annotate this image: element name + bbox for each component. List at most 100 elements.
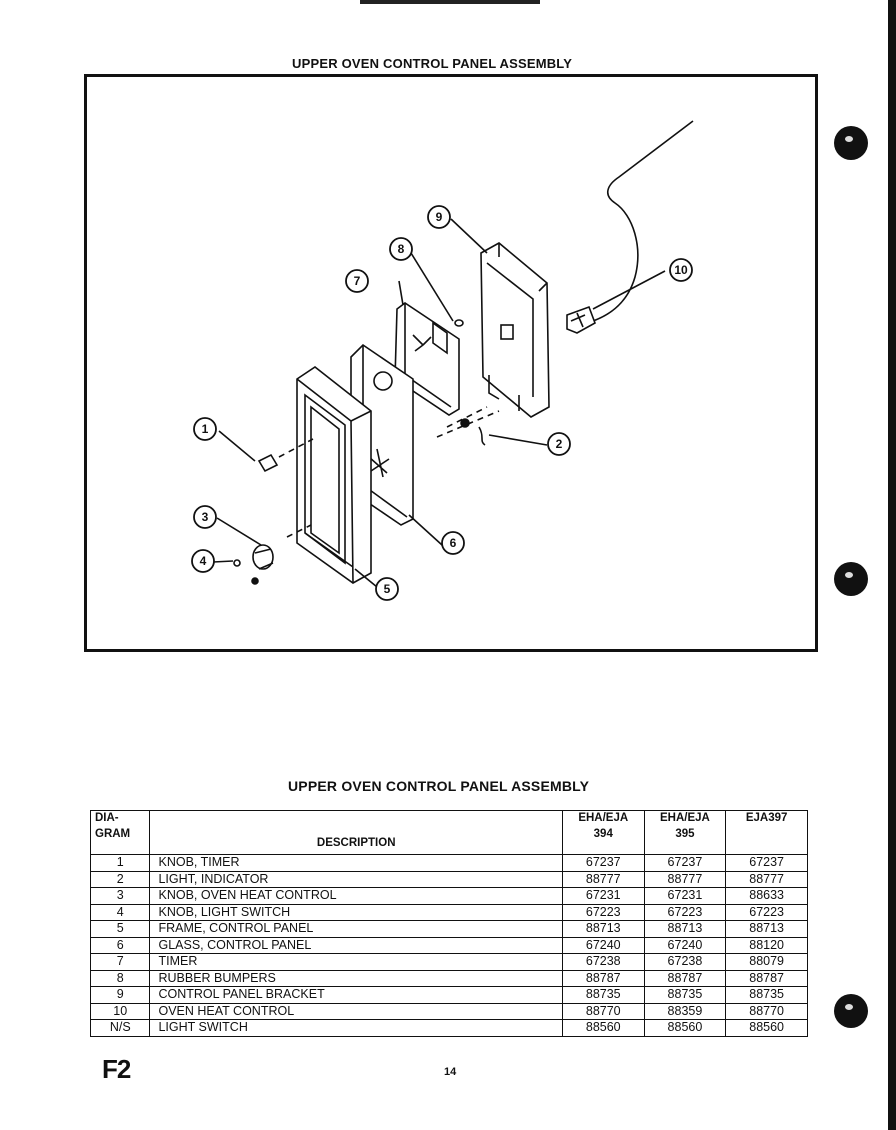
exploded-diagram: 1 2 3 4 5 6 7 8 9 10 — [84, 74, 818, 652]
row-part-model-c: 88633 — [725, 887, 808, 905]
row-description: FRAME, CONTROL PANEL — [149, 920, 563, 938]
row-diagram-ref: 10 — [89, 1002, 151, 1020]
callout-5: 5 — [375, 577, 399, 601]
row-part-model-c: 88787 — [725, 969, 808, 987]
row-diagram-ref: 3 — [89, 887, 151, 905]
row-part-model-b: 88713 — [643, 920, 727, 938]
header-model-a-line1: EHA/EJA — [578, 812, 629, 824]
header-model-b: EHA/EJA 395 — [643, 810, 727, 855]
parts-list-table: DIA- GRAM DESCRIPTION EHA/EJA 394 EHA/EJ… — [89, 810, 808, 1037]
row-diagram-ref: 9 — [89, 986, 151, 1004]
callout-1: 1 — [193, 417, 217, 441]
header-diagram: DIA- GRAM — [89, 810, 151, 855]
control-panel-bracket — [480, 242, 550, 418]
header-model-a: EHA/EJA 394 — [561, 810, 645, 855]
callout-label: 2 — [556, 437, 563, 451]
callout-7: 7 — [345, 269, 369, 293]
callout-10: 10 — [669, 258, 693, 282]
callout-label: 7 — [354, 274, 361, 288]
callout-3: 3 — [193, 505, 217, 529]
row-part-model-a: 67237 — [561, 854, 645, 872]
header-diagram-line2: GRAM — [95, 827, 131, 840]
row-part-model-c: 88770 — [725, 1002, 808, 1020]
row-part-model-b: 88560 — [643, 1019, 727, 1037]
header-model-b-line1: EHA/EJA — [660, 812, 710, 824]
row-part-model-a: 88713 — [561, 920, 645, 938]
row-part-model-c: 88777 — [725, 870, 808, 888]
row-diagram-ref: 2 — [89, 870, 151, 888]
row-part-model-a: 88787 — [561, 969, 645, 987]
page-number: 14 — [444, 1066, 457, 1078]
callout-8: 8 — [389, 237, 413, 261]
oven-heat-control — [566, 305, 596, 334]
capillary-tube — [586, 120, 694, 324]
row-part-model-c: 88735 — [725, 986, 808, 1004]
knob-oven-heat-control — [252, 544, 274, 570]
row-description: LIGHT, INDICATOR — [149, 870, 563, 888]
row-diagram-ref: 6 — [89, 936, 151, 954]
callout-label: 5 — [384, 582, 391, 596]
callout-label: 10 — [674, 263, 688, 277]
row-part-model-c: 88079 — [725, 953, 808, 971]
knob-timer — [257, 453, 279, 473]
row-diagram-ref: 7 — [89, 953, 151, 971]
row-description: RUBBER BUMPERS — [149, 969, 563, 987]
row-part-model-b: 88777 — [643, 870, 727, 888]
row-part-model-c: 88560 — [725, 1019, 808, 1037]
row-part-model-c: 88120 — [725, 936, 808, 954]
indicator-light — [460, 418, 470, 428]
row-diagram-ref: 4 — [89, 903, 151, 921]
row-description: KNOB, LIGHT SWITCH — [149, 903, 563, 921]
row-description: OVEN HEAT CONTROL — [149, 1002, 563, 1020]
row-part-model-a: 67223 — [561, 903, 645, 921]
section-code: F2 — [102, 1054, 131, 1084]
callout-2: 2 — [547, 432, 571, 456]
row-part-model-a: 88777 — [561, 870, 645, 888]
row-part-model-a: 67240 — [561, 936, 645, 954]
row-description: GLASS, CONTROL PANEL — [149, 936, 563, 954]
row-diagram-ref: 8 — [89, 969, 151, 987]
row-part-model-b: 67237 — [643, 854, 727, 872]
page-edge — [888, 0, 896, 1130]
callout-label: 4 — [200, 554, 207, 568]
row-part-model-b: 67238 — [643, 953, 727, 971]
callout-9: 9 — [427, 205, 451, 229]
row-description: CONTROL PANEL BRACKET — [149, 986, 563, 1004]
callout-label: 3 — [202, 510, 209, 524]
row-part-model-b: 88735 — [643, 986, 727, 1004]
row-description: TIMER — [149, 953, 563, 971]
binder-hole-top — [834, 126, 868, 160]
row-diagram-ref: N/S — [89, 1019, 151, 1037]
row-diagram-ref: 5 — [89, 920, 151, 938]
callout-label: 1 — [202, 422, 209, 436]
table-title: UPPER OVEN CONTROL PANEL ASSEMBLY — [288, 778, 590, 794]
row-part-model-c: 88713 — [725, 920, 808, 938]
exploded-view-drawing: 1 2 3 4 5 6 7 8 9 10 — [191, 120, 694, 601]
row-part-model-a: 67238 — [561, 953, 645, 971]
binder-hole-bottom — [834, 994, 868, 1028]
row-part-model-a: 88560 — [561, 1019, 645, 1037]
row-part-model-b: 88359 — [643, 1002, 727, 1020]
row-part-model-b: 67223 — [643, 903, 727, 921]
row-part-model-a: 67231 — [561, 887, 645, 905]
row-part-model-b: 67231 — [643, 887, 727, 905]
callout-4: 4 — [191, 549, 215, 573]
scan-mark — [360, 0, 540, 4]
header-model-b-line2: 395 — [675, 827, 695, 840]
table-header-row: DIA- GRAM DESCRIPTION EHA/EJA 394 EHA/EJ… — [89, 810, 808, 855]
callout-label: 8 — [398, 242, 405, 256]
row-part-model-c: 67237 — [725, 854, 808, 872]
diagram-title: UPPER OVEN CONTROL PANEL ASSEMBLY — [292, 56, 573, 71]
callout-label: 6 — [450, 536, 457, 550]
row-part-model-a: 88770 — [561, 1002, 645, 1020]
row-diagram-ref: 1 — [89, 854, 151, 872]
